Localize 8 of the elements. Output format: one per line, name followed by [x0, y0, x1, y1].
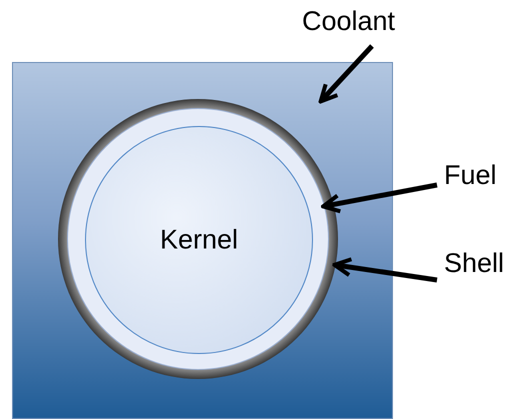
kernel-label: Kernel: [160, 224, 238, 256]
coolant-region: [12, 62, 393, 419]
callout-label: Fuel: [444, 160, 497, 191]
callout-label: Coolant: [302, 6, 396, 37]
leader-arrow: [321, 182, 438, 214]
kernel-circle: [85, 126, 313, 354]
callout-label: Shell: [444, 248, 504, 279]
leader-arrow: [332, 257, 438, 282]
